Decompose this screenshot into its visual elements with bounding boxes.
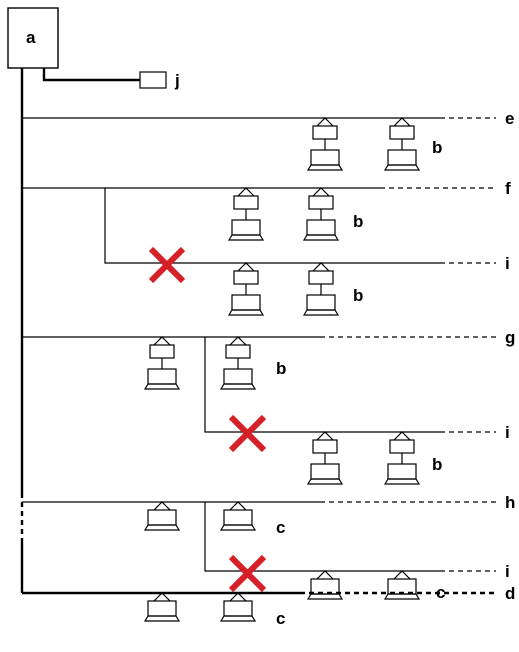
label-f: f — [505, 179, 511, 198]
branch-j — [42, 68, 140, 82]
label-c: c — [276, 518, 285, 537]
indoor-unit-c — [144, 600, 180, 622]
label-j: j — [174, 71, 180, 90]
indoor-unit-b — [384, 439, 420, 485]
label-i: i — [505, 423, 510, 442]
indoor-unit-b — [144, 344, 180, 390]
indoor-unit-c — [144, 509, 180, 531]
red-cross-icon — [228, 554, 267, 593]
indoor-unit-b — [303, 270, 339, 316]
line-i-third — [204, 502, 440, 572]
label-b: b — [432, 455, 442, 474]
red-cross-icon — [228, 414, 267, 453]
indoor-unit-c — [220, 509, 256, 531]
label-b: b — [432, 138, 442, 157]
indoor-unit-b — [228, 195, 264, 241]
line-i-second — [204, 337, 440, 433]
indoor-unit-b — [307, 439, 343, 485]
indoor-unit-b — [220, 344, 256, 390]
controller-box — [7, 7, 59, 69]
device-j — [139, 71, 167, 89]
label-b: b — [353, 212, 363, 231]
indoor-unit-b — [228, 270, 264, 316]
label-i: i — [505, 254, 510, 273]
indoor-unit-b — [384, 125, 420, 171]
indoor-unit-b — [307, 125, 343, 171]
indoor-unit-c — [220, 600, 256, 622]
label-b: b — [353, 286, 363, 305]
label-a: a — [26, 28, 36, 47]
label-i: i — [505, 562, 510, 581]
indoor-unit-b — [303, 195, 339, 241]
label-h: h — [505, 493, 515, 512]
indoor-unit-c — [307, 578, 343, 600]
label-g: g — [505, 328, 515, 347]
line-i-first — [104, 188, 440, 264]
label-e: e — [505, 109, 514, 128]
red-cross-icon — [148, 246, 186, 284]
label-c: c — [436, 583, 445, 602]
label-c: c — [276, 609, 285, 628]
label-b: b — [276, 359, 286, 378]
indoor-unit-c — [384, 578, 420, 600]
label-d: d — [505, 584, 515, 603]
